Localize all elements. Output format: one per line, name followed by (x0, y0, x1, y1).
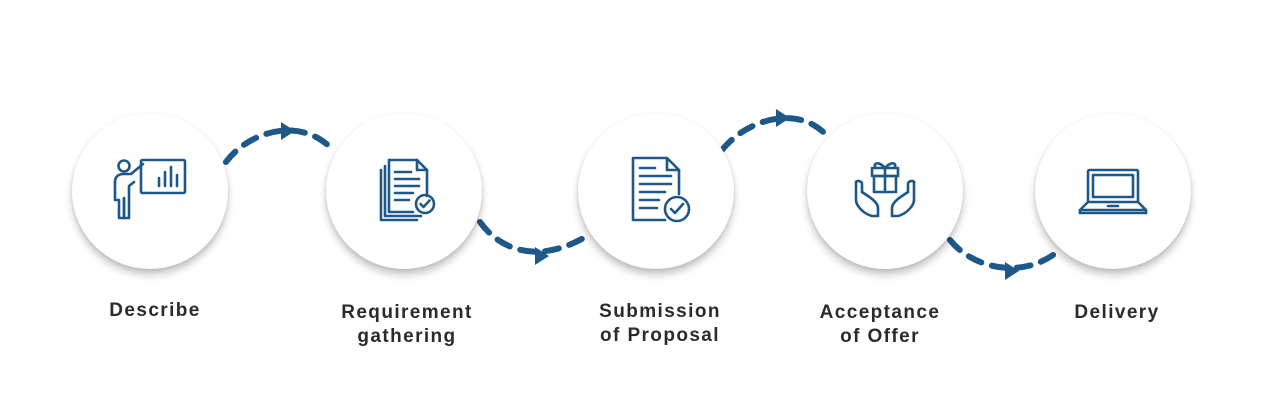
step-label-line: Submission (599, 301, 721, 322)
document-check-icon (631, 156, 691, 223)
step-submission-of-proposal-circle (578, 113, 734, 269)
step-label-line: of Offer (840, 326, 920, 347)
arrowhead-1 (281, 122, 295, 140)
step-submission-of-proposal-label: Submission of Proposal (560, 300, 760, 348)
documents-check-icon (379, 158, 436, 222)
step-label-line: Describe (109, 300, 201, 321)
step-label-line: of Proposal (600, 325, 720, 346)
step-acceptance-of-offer-circle (807, 113, 963, 269)
connector-arc-2 (477, 219, 590, 255)
step-label-line: Acceptance (819, 302, 941, 323)
presentation-icon (113, 158, 187, 220)
connector-arc-3 (719, 115, 831, 153)
gift-hands-icon (854, 162, 916, 218)
step-label-line: gathering (357, 326, 457, 347)
connector-arc-4 (947, 237, 1060, 271)
step-requirement-gathering-circle (326, 113, 482, 269)
step-label-line: Requirement (341, 302, 473, 323)
step-acceptance-of-offer-label: Acceptance of Offer (780, 301, 980, 349)
arrowhead-2 (535, 247, 549, 265)
step-describe-label: Describe (55, 299, 255, 323)
step-delivery-circle (1035, 113, 1191, 269)
step-label-line: Delivery (1074, 302, 1160, 323)
arrowhead-4 (1005, 262, 1019, 280)
step-delivery-label: Delivery (1017, 301, 1217, 325)
connector-arc-1 (223, 127, 336, 165)
arrowhead-3 (776, 109, 790, 127)
step-requirement-gathering-label: Requirement gathering (307, 301, 507, 349)
step-describe-circle (72, 113, 228, 269)
laptop-icon (1078, 168, 1148, 215)
